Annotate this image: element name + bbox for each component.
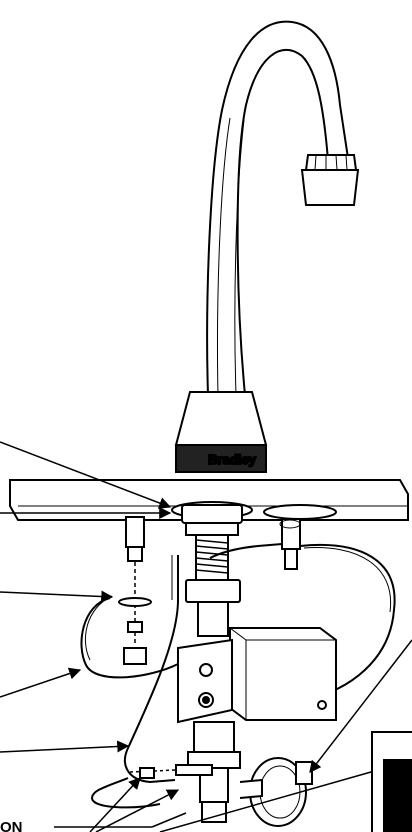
bradley-logo: Bradley: [208, 452, 256, 467]
callout-label-on: ON: [0, 819, 23, 832]
lower-valve: [129, 721, 241, 823]
gooseneck-spout: [206, 20, 350, 396]
faucet-body: Bradley: [174, 391, 268, 473]
hose-clamp: [239, 757, 313, 827]
callout-arrows: [0, 441, 412, 832]
sensor-stud: [279, 518, 301, 570]
control-box: [177, 627, 337, 724]
warning-box: [371, 731, 412, 832]
mounting-stud: [118, 516, 152, 665]
sensor-cables: [80, 543, 396, 809]
threaded-shank: [181, 504, 243, 637]
aerator: [300, 154, 360, 206]
